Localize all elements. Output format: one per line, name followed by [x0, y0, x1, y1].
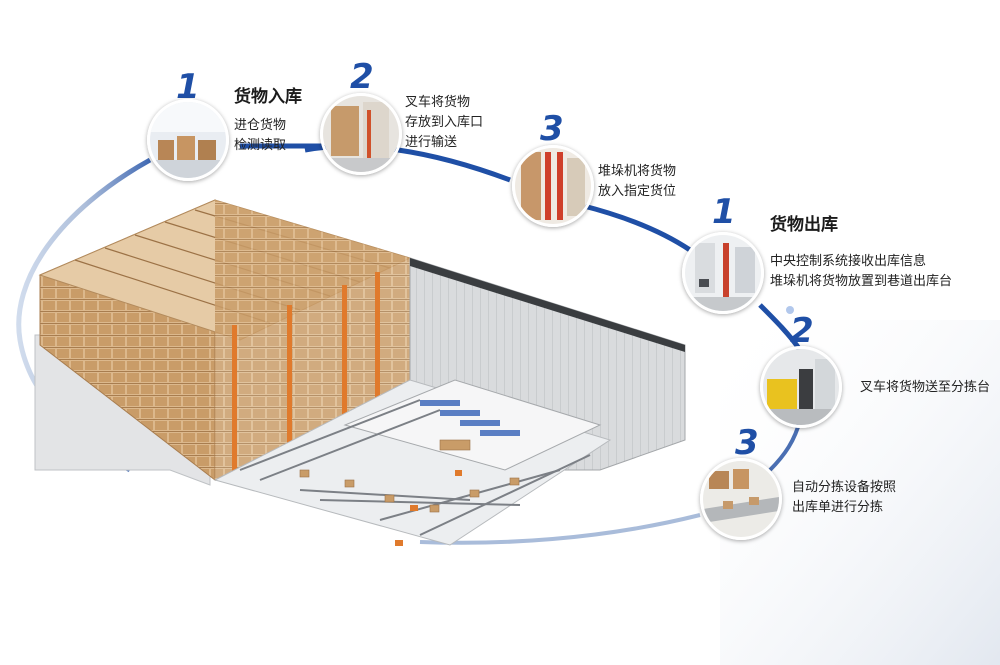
inbound-step-1-caption: 进仓货物 检测读取 [234, 116, 286, 156]
outbound-step-3-number: 3 [735, 423, 759, 463]
caption-line: 叉车将货物送至分拣台 [860, 380, 991, 395]
ring-segment [579, 202, 692, 253]
caption-line: 堆垛机将货物放置到巷道出库台 [770, 274, 953, 289]
caption-line: 堆垛机将货物 [598, 164, 677, 179]
inbound-step-2-number: 2 [350, 57, 374, 97]
inbound-heading: 货物入库 [234, 87, 302, 107]
caption-line: 放入指定货位 [598, 184, 677, 199]
outbound-step-2-caption: 叉车将货物送至分拣台 [860, 378, 990, 398]
caption-line: 存放到入库口 [405, 115, 484, 130]
outbound-step-1-number: 1 [712, 192, 736, 232]
caption-line: 中央控制系统接收出库信息 [770, 254, 927, 269]
inbound-step-1-number: 1 [176, 67, 200, 107]
caption-line: 叉车将货物 [405, 95, 471, 110]
inbound-step-3-caption: 堆垛机将货物 放入指定货位 [598, 162, 676, 202]
ring-dot [786, 306, 794, 314]
forklift-yellow-photo [760, 346, 842, 428]
mezzanine-shelves [420, 400, 520, 436]
outbound-heading: 货物出库 [770, 215, 838, 235]
wall-top-edge [410, 258, 685, 352]
outbound-step-3-caption: 自动分拣设备按照 出库单进行分拣 [792, 478, 896, 518]
warehouse-boxes-photo [147, 99, 229, 181]
outbound-step-1-caption: 中央控制系统接收出库信息 堆垛机将货物放置到巷道出库台 [770, 252, 952, 292]
caption-line: 自动分拣设备按照 [792, 480, 897, 495]
floor-forklifts [395, 470, 462, 546]
stacker-crane-photo [512, 145, 594, 227]
floor-boxes [299, 439, 520, 513]
caption-line: 出库单进行分拣 [792, 500, 884, 515]
caption-line: 检测读取 [234, 138, 287, 153]
inbound-step-3-number: 3 [540, 109, 564, 149]
forklift-rack-photo [320, 93, 402, 175]
control-system-photo [682, 232, 764, 314]
caption-line: 进仓货物 [234, 118, 287, 133]
outbound-step-2-number: 2 [790, 311, 814, 351]
sorting-conveyor-photo [700, 458, 782, 540]
stacker-crane-masts [232, 272, 380, 475]
inbound-step-2-caption: 叉车将货物 存放到入库口 进行输送 [405, 93, 483, 153]
caption-line: 进行输送 [405, 135, 458, 150]
